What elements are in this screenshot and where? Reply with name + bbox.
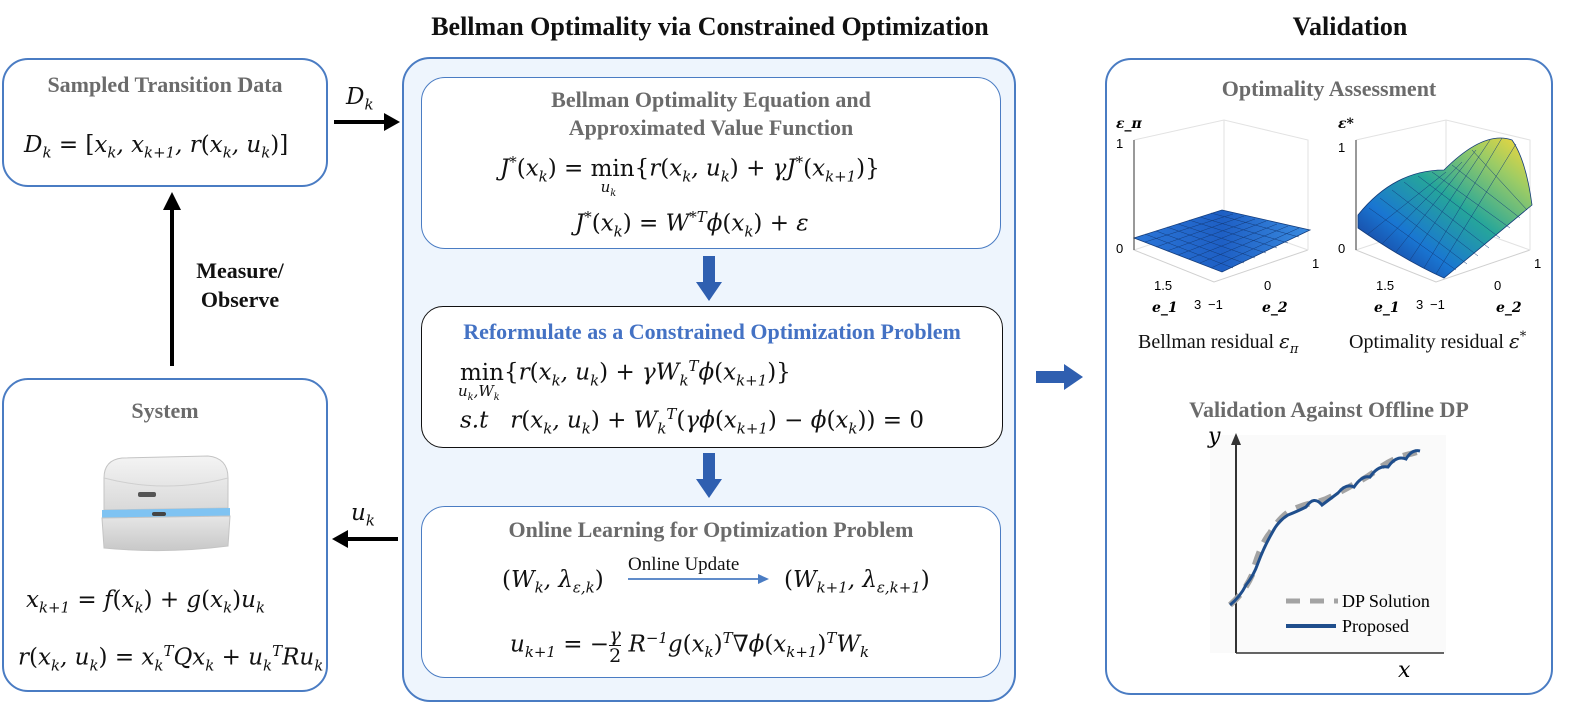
plot2-x-tick-1: 1.5 xyxy=(1376,278,1394,293)
sampled-data-box: Sampled Transition Data Dk = [xk, xk+1, … xyxy=(2,58,328,187)
plot1-y-tick-3: 1 xyxy=(1312,256,1319,271)
plot1-z-tick-1: 1 xyxy=(1116,136,1123,151)
dp-validation-title: Validation Against Offline DP xyxy=(1189,397,1469,422)
data-arrow xyxy=(334,113,400,131)
robot-device-image xyxy=(101,455,231,552)
dp-y-axis-label: y xyxy=(1207,424,1221,449)
plot1-x-label: e_1 xyxy=(1152,300,1178,316)
sampled-data-equation: Dk = [xk, xk+1, r(xk, uk)] xyxy=(24,132,289,162)
bellman-title-line1: Bellman Optimality Equation and xyxy=(551,87,871,112)
online-update-arrow xyxy=(628,574,769,584)
online-learning-box: Online Learning for Optimization Problem… xyxy=(421,506,1001,678)
online-learning-title: Online Learning for Optimization Problem xyxy=(508,517,914,542)
online-state-right: (Wk+1, λε,k+1) xyxy=(784,567,930,597)
plot2-y-tick-2: 0 xyxy=(1494,278,1501,293)
plot1-x-tick-2: 3 xyxy=(1194,297,1201,312)
system-reward-equation: r(xk, uk) = xkTQxk + ukTRuk xyxy=(18,642,324,675)
measure-label: Measure/ xyxy=(196,258,284,283)
plot1-y-label: e_2 xyxy=(1262,300,1288,316)
plot2-x-tick-2: 3 xyxy=(1416,297,1423,312)
legend-dp-label: DP Solution xyxy=(1342,591,1430,611)
legend-proposed-label: Proposed xyxy=(1342,616,1409,636)
plot2-z-tick-0: 0 xyxy=(1338,241,1345,256)
observe-label: Observe xyxy=(200,287,280,312)
plot2-y-tick-3: 1 xyxy=(1534,256,1541,271)
down-arrow-1 xyxy=(696,256,722,301)
control-arrow-label: uk xyxy=(351,500,375,530)
plot2-y-label: e_2 xyxy=(1496,300,1522,316)
online-update-label: Online Update xyxy=(628,554,740,575)
to-validation-arrow xyxy=(1036,364,1083,390)
proposed-curve xyxy=(1229,449,1421,607)
plot1-z-label: ε_π xyxy=(1116,116,1143,132)
measure-arrow xyxy=(163,192,181,366)
system-box: System xk+1 = f(xk) + g(xk)uk r(xk, uk) … xyxy=(2,378,328,692)
reformulate-box: Reformulate as a Constrained Optimizatio… xyxy=(421,306,1003,448)
down-arrow-2 xyxy=(696,453,722,498)
sampled-data-title: Sampled Transition Data xyxy=(47,72,283,97)
optimality-residual-surface-plot: 1 0 1.5 3 −1 0 1 e_1 e_2 ε* xyxy=(1338,116,1541,316)
center-section-title: Bellman Optimality via Constrained Optim… xyxy=(431,12,989,41)
reformulate-title: Reformulate as a Constrained Optimizatio… xyxy=(463,319,961,344)
plot1-y-tick-1: −1 xyxy=(1208,297,1223,312)
plot1-y-tick-2: 0 xyxy=(1264,278,1271,293)
bellman-residual-caption: Bellman residual επ xyxy=(1138,329,1299,357)
dp-x-axis-label: x xyxy=(1398,658,1411,683)
bellman-box: Bellman Optimality Equation and Approxim… xyxy=(421,77,1001,249)
system-title: System xyxy=(131,398,199,423)
plot2-z-label: ε* xyxy=(1338,116,1355,132)
plot2-x-label: e_1 xyxy=(1374,300,1400,316)
optimality-residual-caption: Optimality residual ε* xyxy=(1349,329,1527,353)
bellman-title: Bellman Optimality Equation and Approxim… xyxy=(422,86,1000,142)
data-arrow-label: Dk xyxy=(346,84,374,114)
bellman-title-line2: Approximated Value Function xyxy=(568,115,854,140)
bellman-residual-surface-plot: 1 0 1.5 3 −1 0 1 e_1 e_2 ε_π xyxy=(1116,116,1319,316)
plot1-z-tick-0: 0 xyxy=(1116,241,1123,256)
plot2-z-tick-1: 1 xyxy=(1338,140,1345,155)
measure-observe-label: Measure/ Observe xyxy=(180,256,300,314)
plot2-y-tick-1: −1 xyxy=(1430,297,1445,312)
control-arrow xyxy=(332,530,398,548)
system-dynamics-equation: xk+1 = f(xk) + g(xk)uk xyxy=(26,587,266,617)
plot1-x-tick-1: 1.5 xyxy=(1154,278,1172,293)
dp-validation-plot: y x DP Solution Proposed xyxy=(1207,424,1446,683)
online-state-left: (Wk, λε,k) xyxy=(502,567,604,597)
optimality-assessment-title: Optimality Assessment xyxy=(1221,76,1437,101)
value-function-equation: J*(xk) = W*Tϕ(xk) + ε xyxy=(575,208,809,241)
reformulate-constraint: s.t r(xk, uk) + WkT(γϕ(xk+1) − ϕ(xk)) = … xyxy=(460,405,924,438)
validation-section-title: Validation xyxy=(1292,12,1408,41)
